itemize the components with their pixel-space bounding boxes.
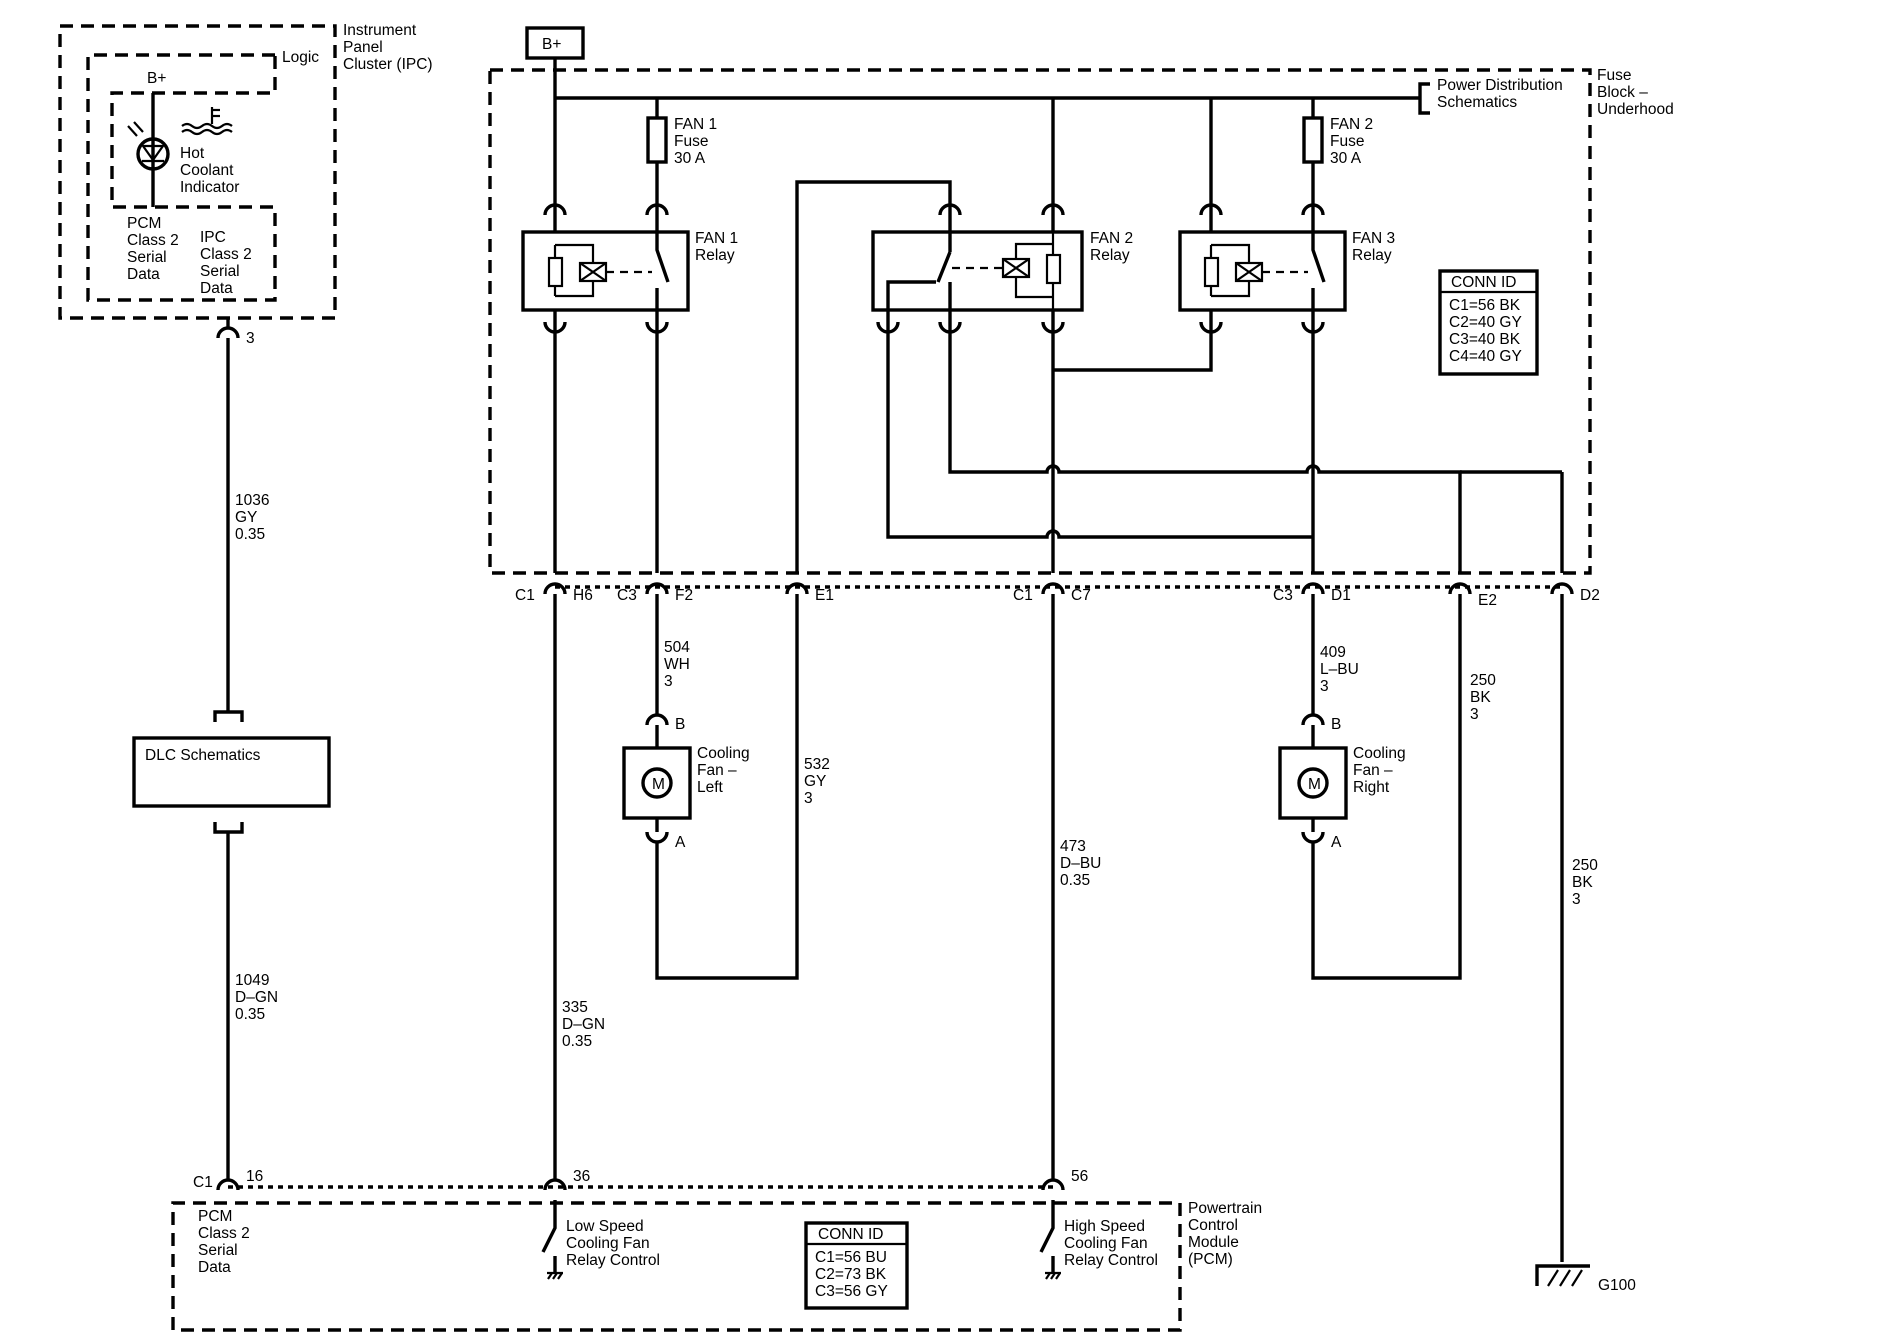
svg-text:16: 16 — [246, 1168, 263, 1185]
svg-text:C1: C1 — [515, 587, 535, 604]
fuse-block-conn-id: CONN ID C1=56 BK C2=40 GY C3=40 BK C4=40… — [1438, 269, 1539, 376]
dlc-block: DLC Schematics — [132, 710, 331, 834]
svg-text:CONN ID: CONN ID — [1451, 274, 1516, 291]
fuse-block-boundary — [488, 68, 1592, 575]
fan1-relay-label: FAN 1 Relay — [695, 230, 742, 264]
hot-coolant-indicator-label: Hot Coolant Indicator — [180, 145, 239, 196]
pds-bracket — [1418, 82, 1430, 115]
pcm-boundary — [171, 1201, 1182, 1332]
fan2-fuse — [1302, 116, 1324, 164]
ground-g100-label: G100 — [1598, 1277, 1636, 1294]
dlc-label: DLC Schematics — [145, 747, 261, 764]
fan3-relay: FAN 3 Relay — [1178, 230, 1399, 312]
svg-text:C2=40 GY: C2=40 GY — [1449, 314, 1522, 331]
svg-text:A: A — [1331, 834, 1342, 851]
ipc-name: Instrument Panel Cluster (IPC) — [343, 22, 433, 73]
svg-text:A: A — [675, 834, 686, 851]
svg-text:C1: C1 — [1013, 587, 1033, 604]
svg-text:C2=73 BK: C2=73 BK — [815, 1266, 887, 1283]
fuse-block-connectors: C1 H6 C3 F2 E1 C1 C7 C3 D1 E2 D2 — [515, 582, 1600, 609]
svg-text:H6: H6 — [573, 587, 593, 604]
fan3-relay-label: FAN 3 Relay — [1352, 230, 1399, 264]
svg-text:C3=56 GY: C3=56 GY — [815, 1283, 888, 1300]
logic-label: Logic — [282, 49, 319, 66]
svg-text:B: B — [675, 716, 685, 733]
svg-text:C1: C1 — [193, 1174, 213, 1191]
svg-text:B: B — [1331, 716, 1341, 733]
cooling-fan-right-label: Cooling Fan – Right — [1353, 745, 1410, 796]
ipc-boundary — [58, 24, 337, 320]
battery-bplus-label: B+ — [542, 36, 561, 53]
cooling-fan-left-label: Cooling Fan – Left — [697, 745, 754, 796]
svg-text:C1=56 BK: C1=56 BK — [1449, 297, 1521, 314]
svg-text:M: M — [652, 776, 665, 793]
wire-1036-label: 1036 GY 0.35 — [235, 492, 274, 543]
wire-250-e2 — [1311, 594, 1462, 980]
pcm-module: C1 16 36 56 Powertrain Control Module (P… — [171, 1168, 1266, 1332]
svg-text:C3: C3 — [1273, 587, 1293, 604]
fan2-relay-out-a — [886, 310, 1313, 539]
svg-text:C1=56 BU: C1=56 BU — [815, 1249, 887, 1266]
svg-text:E1: E1 — [815, 587, 834, 604]
pcm-serial-data-label: PCM Class 2 Serial Data — [198, 1208, 254, 1276]
hot-coolant-led-icon — [127, 121, 170, 171]
svg-text:CONN ID: CONN ID — [818, 1226, 883, 1243]
wire-1049-label: 1049 D–GN 0.35 — [235, 972, 282, 1023]
fan2-relay-label: FAN 2 Relay — [1090, 230, 1137, 264]
fan2-fuse-label: FAN 2 Fuse 30 A — [1330, 116, 1377, 167]
pcm-name: Powertrain Control Module (PCM) — [1188, 1200, 1266, 1268]
cooling-fan-left: B M A Cooling Fan – Left — [622, 713, 754, 851]
wire-473-label: 473 D–BU 0.35 — [1060, 838, 1106, 889]
svg-text:D2: D2 — [1580, 587, 1600, 604]
wire-250-d2-label: 250 BK 3 — [1572, 857, 1602, 908]
svg-text:C4=40 GY: C4=40 GY — [1449, 348, 1522, 365]
ipc-pcm-serial-data-label: PCM Class 2 Serial Data — [127, 215, 183, 283]
ipc-pin-label: 3 — [246, 330, 255, 347]
svg-text:36: 36 — [573, 1168, 590, 1185]
svg-text:M: M — [1308, 776, 1321, 793]
wire-250-e2-label: 250 BK 3 — [1470, 672, 1500, 723]
logic-boundary — [86, 53, 277, 302]
low-speed-switch-icon — [541, 1200, 563, 1280]
wire-532 — [655, 594, 799, 980]
wire-504-label: 504 WH 3 — [664, 639, 694, 690]
ipc-module: Instrument Panel Cluster (IPC) Logic B+ … — [58, 22, 433, 347]
fan1-fuse-label: FAN 1 Fuse 30 A — [674, 116, 721, 167]
svg-text:D1: D1 — [1331, 587, 1351, 604]
wire-335-label: 335 D–GN 0.35 — [562, 999, 609, 1050]
wire-409-label: 409 L–BU 3 — [1320, 644, 1363, 695]
ground-bus — [948, 310, 1462, 573]
fuse-block-name: Fuse Block – Underhood — [1597, 67, 1674, 118]
power-distribution-label: Power Distribution Schematics — [1437, 77, 1567, 111]
high-speed-switch-icon — [1039, 1200, 1061, 1280]
cooling-fan-right: B M A Cooling Fan – Right — [1278, 713, 1410, 851]
svg-text:C3: C3 — [617, 587, 637, 604]
fan-left-motor-icon — [641, 767, 673, 799]
fan-right-motor-icon — [1297, 767, 1329, 799]
svg-text:C7: C7 — [1071, 587, 1091, 604]
thermometer-icon — [181, 107, 233, 136]
fan1-relay: FAN 1 Relay — [521, 230, 742, 312]
svg-text:56: 56 — [1071, 1168, 1088, 1185]
svg-text:F2: F2 — [675, 587, 693, 604]
low-speed-relay-control-label: Low Speed Cooling Fan Relay Control — [566, 1218, 660, 1269]
pcm-conn-id: CONN ID C1=56 BU C2=73 BK C3=56 GY — [804, 1221, 909, 1310]
fan3-coil-link — [1053, 310, 1213, 372]
ipc-serial-data-label: IPC Class 2 Serial Data — [200, 229, 256, 297]
ground-g100-icon — [1535, 1264, 1590, 1287]
svg-text:C3=40 BK: C3=40 BK — [1449, 331, 1521, 348]
high-speed-relay-control-label: High Speed Cooling Fan Relay Control — [1064, 1218, 1158, 1269]
ipc-bplus-label: B+ — [147, 70, 166, 87]
fuse-block-underhood: Fuse Block – Underhood Power Distributio… — [488, 67, 1674, 575]
fan2-relay: FAN 2 Relay — [871, 230, 1137, 312]
svg-text:E2: E2 — [1478, 592, 1497, 609]
wire-532-label: 532 GY 3 — [804, 756, 834, 807]
ipc-connector-pin — [216, 318, 240, 339]
fan1-fuse — [646, 116, 668, 164]
